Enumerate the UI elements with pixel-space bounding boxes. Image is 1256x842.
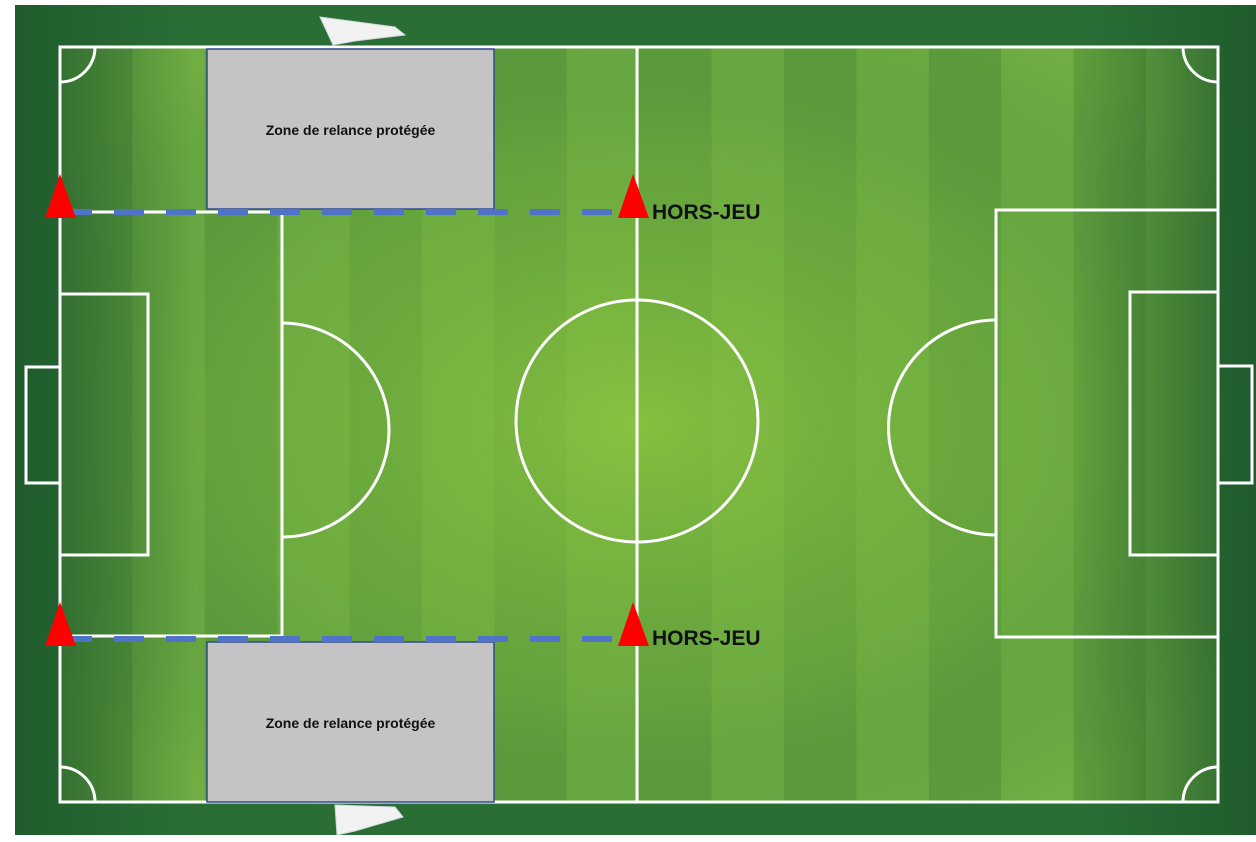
offside-label-bottom: HORS-JEU <box>652 627 761 651</box>
offside-label-top: HORS-JEU <box>652 201 761 225</box>
protected-zone-bottom-label: Zone de relance protégée <box>207 715 494 731</box>
grass-shade-left <box>15 5 195 835</box>
pitch-svg <box>15 5 1256 835</box>
football-pitch-diagram: Zone de relance protégée Zone de relance… <box>15 5 1256 835</box>
grass-shade-right <box>1076 5 1256 835</box>
protected-zone-top-label: Zone de relance protégée <box>207 122 494 138</box>
